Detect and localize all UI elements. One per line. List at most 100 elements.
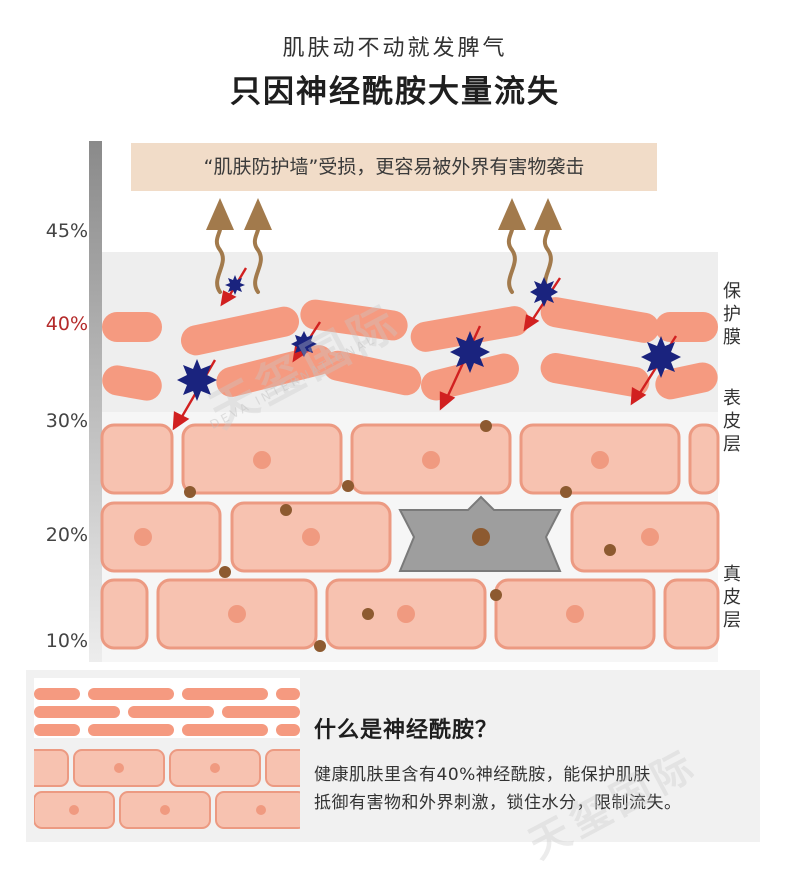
ceramide-bar xyxy=(128,706,214,718)
nucleus xyxy=(302,528,320,546)
irritant-arrowhead xyxy=(172,411,190,431)
layer-label-char: 皮 xyxy=(723,587,741,608)
cell-nuclei xyxy=(134,451,659,623)
skin-cell xyxy=(663,578,720,650)
nucleus xyxy=(641,528,659,546)
pigment-dot xyxy=(314,640,326,652)
ceramide-bar xyxy=(182,724,268,736)
nucleus xyxy=(397,605,415,623)
ceramide-layer xyxy=(102,297,718,401)
ceramide-bar xyxy=(655,362,718,400)
header-title: 只因神经酰胺大量流失 xyxy=(230,74,560,110)
skin-cell xyxy=(100,423,174,495)
nucleus xyxy=(134,528,152,546)
nucleus xyxy=(160,805,170,815)
ceramide-bar xyxy=(34,688,80,700)
layer-label-char: 皮 xyxy=(723,411,741,432)
scale-label-30: 30% xyxy=(45,410,88,432)
nucleus xyxy=(422,451,440,469)
pigment-dots xyxy=(184,420,616,652)
moisture-arrowheads xyxy=(206,198,562,230)
ceramide-bar xyxy=(102,365,162,401)
nucleus xyxy=(253,451,271,469)
ceramide-bar xyxy=(421,353,519,401)
pigment-dot xyxy=(604,544,616,556)
germ-icon xyxy=(291,331,317,357)
info-line-2: 抵御有害物和外界刺激，锁住水分，限制流失。 xyxy=(314,793,682,813)
germ-icon xyxy=(225,275,245,295)
pigment-dot xyxy=(480,420,492,432)
healthy-cells xyxy=(34,749,300,829)
layer-label-char: 层 xyxy=(723,434,741,455)
ceramide-bar xyxy=(276,688,300,700)
ceramide-bar xyxy=(182,688,268,700)
ceramide-bar xyxy=(540,297,660,343)
ceramide-bar xyxy=(276,724,300,736)
moisture-stream xyxy=(214,224,225,294)
healthy-skin-illustration xyxy=(34,678,300,829)
layer-label-char: 膜 xyxy=(723,327,741,348)
pigment-dot xyxy=(490,589,502,601)
ceramide-bar xyxy=(300,299,408,341)
germ-icon xyxy=(177,359,217,401)
barrier-damage-callout: “肌肤防护墙”受损，更容易被外界有害物袭击 xyxy=(131,143,657,191)
skin-diagram xyxy=(89,141,720,662)
ceramide-bar xyxy=(34,724,80,736)
germ-icon xyxy=(641,336,681,378)
layer-label-char: 真 xyxy=(723,564,741,585)
nucleus xyxy=(591,451,609,469)
scale-bar xyxy=(89,141,102,662)
ceramide-bar xyxy=(34,706,120,718)
scale-label-40: 40% xyxy=(45,313,88,335)
info-line-1: 健康肌肤里含有40%神经酰胺，能保护肌肤 xyxy=(314,765,651,785)
nucleus xyxy=(114,763,124,773)
healthy-ceramide-bars xyxy=(34,688,300,736)
moisture-arrowhead xyxy=(244,198,272,230)
pigment-dot xyxy=(342,480,354,492)
scale-label-20: 20% xyxy=(45,524,88,546)
ceramide-bar xyxy=(655,312,718,342)
layer-label-char: 护 xyxy=(723,304,741,325)
ceramide-bar xyxy=(540,353,650,397)
irritant-arrowhead xyxy=(439,391,456,411)
header-subtitle: 肌肤动不动就发脾气 xyxy=(282,36,508,61)
scale-label-10: 10% xyxy=(45,630,88,652)
skin-cell xyxy=(100,578,149,650)
layer-label-protective-film: 保 护 膜 xyxy=(720,280,744,349)
irritant-arrowhead xyxy=(523,314,540,332)
moisture-loss xyxy=(214,224,553,294)
ceramide-bar xyxy=(88,724,174,736)
moisture-arrowhead xyxy=(534,198,562,230)
skin-cell xyxy=(688,423,720,495)
layer-label-char: 层 xyxy=(723,610,741,631)
nucleus xyxy=(69,805,79,815)
pigment-dot xyxy=(560,486,572,498)
nucleus xyxy=(210,763,220,773)
irritant-arrowhead xyxy=(220,290,237,307)
ceramide-bar xyxy=(88,688,174,700)
skin-cell xyxy=(100,501,222,573)
ceramide-bar xyxy=(410,306,530,352)
germ-icon xyxy=(530,277,558,307)
layer-label-epidermis: 表 皮 层 xyxy=(720,387,744,456)
scale-label-45: 45% xyxy=(45,220,88,242)
ceramide-bar xyxy=(322,350,422,396)
layer-label-char: 保 xyxy=(723,281,741,302)
irritant-arrowhead xyxy=(630,387,647,406)
ceramide-bar xyxy=(222,706,300,718)
skin-cell xyxy=(265,749,300,787)
ceramide-bar xyxy=(180,306,300,356)
moisture-arrowhead xyxy=(206,198,234,230)
melanocyte-nucleus xyxy=(472,528,490,546)
skin-cell xyxy=(34,749,69,787)
layer-label-char: 表 xyxy=(723,388,741,409)
info-title: 什么是神经酰胺？ xyxy=(314,718,499,743)
pigment-dot xyxy=(280,504,292,516)
moisture-stream xyxy=(542,224,553,294)
healthy-nuclei xyxy=(69,763,266,815)
germ-icon xyxy=(450,331,490,373)
ceramide-bar xyxy=(216,345,334,397)
moisture-arrowhead xyxy=(498,198,526,230)
moisture-stream xyxy=(506,224,517,294)
nucleus xyxy=(566,605,584,623)
